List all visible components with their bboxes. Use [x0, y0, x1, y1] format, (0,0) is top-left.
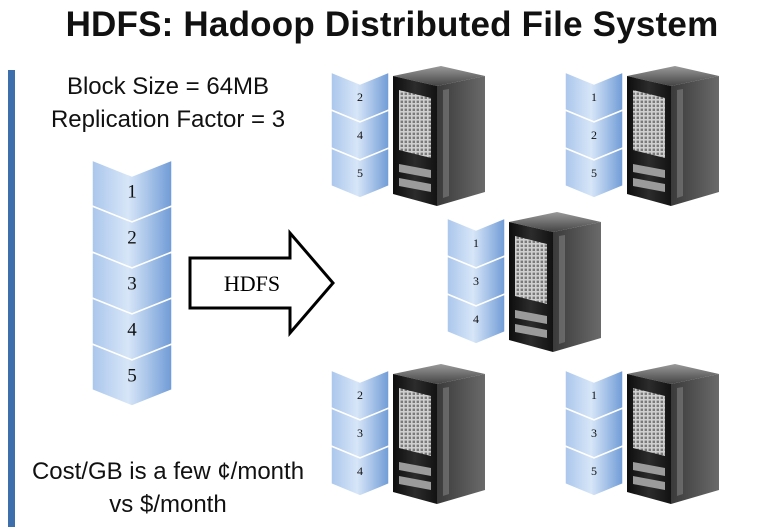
- server-side-highlight: [677, 89, 683, 198]
- server-drive-bay: [399, 164, 431, 178]
- replication-factor-text: Replication Factor = 3: [50, 106, 286, 133]
- file-block-label: 5: [127, 366, 137, 387]
- server-drive-bay: [399, 476, 431, 490]
- server-chevron: [330, 444, 390, 497]
- cost-line-2: vs $/month: [109, 491, 227, 518]
- server-drive-bay: [633, 462, 665, 476]
- server-block-label: 4: [357, 464, 363, 478]
- left-accent-bar: [8, 70, 15, 527]
- cost-note: Cost/GB is a few ¢/month vs $/month: [6, 455, 330, 521]
- server-block-label: 1: [591, 388, 597, 402]
- server-block-label: 1: [473, 236, 479, 250]
- server-block-label: 3: [591, 426, 597, 440]
- server-side-highlight: [443, 89, 449, 198]
- server-block-label: 3: [357, 426, 363, 440]
- server-drive-bay: [633, 178, 665, 192]
- server-grill: [399, 90, 431, 158]
- server-block-label: 3: [473, 274, 479, 288]
- server-block-label: 5: [591, 464, 597, 478]
- hdfs-arrow-label: HDFS: [224, 271, 280, 296]
- server-drive-bay: [633, 476, 665, 490]
- file-block-label: 1: [127, 182, 137, 203]
- server-drive-bay: [399, 462, 431, 476]
- file-chevron: [91, 342, 173, 407]
- server-block-label: 1: [591, 90, 597, 104]
- cost-line-1: Cost/GB is a few ¢/month: [31, 458, 305, 485]
- server-block-label: 2: [591, 128, 597, 142]
- file-block-stack: 1 2 3 4 5: [91, 158, 173, 407]
- server-block-label: 5: [591, 166, 597, 180]
- server-top-right: 1 2 5: [564, 66, 719, 206]
- server-top: [627, 364, 719, 384]
- server-side-highlight: [443, 387, 449, 496]
- server-side-highlight: [677, 387, 683, 496]
- server-block: 5: [564, 444, 624, 497]
- server-block: 4: [330, 444, 390, 497]
- block-size-text: Block Size = 64MB: [66, 73, 270, 100]
- server-cluster: 2 4 5 1 2 5 1 3 4 2 3 4 1 3 5: [330, 66, 719, 504]
- server-block: 4: [446, 292, 506, 345]
- server-chevron: [446, 292, 506, 345]
- server-top: [509, 212, 601, 232]
- server-block-label: 4: [357, 128, 363, 142]
- server-side-highlight: [559, 235, 565, 344]
- server-drive-bay: [399, 178, 431, 192]
- server-drive-bay: [515, 310, 547, 324]
- server-block-label: 4: [473, 312, 479, 326]
- parameters: Block Size = 64MB Replication Factor = 3: [18, 70, 318, 136]
- server-bottom-left: 2 3 4: [330, 364, 485, 504]
- server-middle: 1 3 4: [446, 212, 601, 352]
- server-top: [627, 66, 719, 86]
- server-grill: [633, 90, 665, 158]
- server-chevron: [564, 444, 624, 497]
- server-drive-bay: [515, 324, 547, 338]
- server-top: [393, 66, 485, 86]
- file-block-label: 2: [127, 228, 137, 249]
- server-block-label: 5: [357, 166, 363, 180]
- server-top: [393, 364, 485, 384]
- server-block-label: 2: [357, 90, 363, 104]
- server-block: 5: [564, 146, 624, 199]
- server-grill: [399, 388, 431, 456]
- server-drive-bay: [633, 164, 665, 178]
- server-top-left: 2 4 5: [330, 66, 485, 206]
- hdfs-arrow: HDFS: [188, 228, 335, 338]
- server-chevron: [330, 146, 390, 199]
- server-grill: [515, 236, 547, 304]
- server-block-label: 2: [357, 388, 363, 402]
- server-bottom-right: 1 3 5: [564, 364, 719, 504]
- server-block: 5: [330, 146, 390, 199]
- file-block-label: 3: [127, 274, 137, 295]
- server-chevron: [564, 146, 624, 199]
- server-grill: [633, 388, 665, 456]
- slide-title: HDFS: Hadoop Distributed File System: [65, 5, 719, 44]
- file-block-label: 4: [127, 320, 137, 341]
- file-block: 5: [91, 342, 173, 407]
